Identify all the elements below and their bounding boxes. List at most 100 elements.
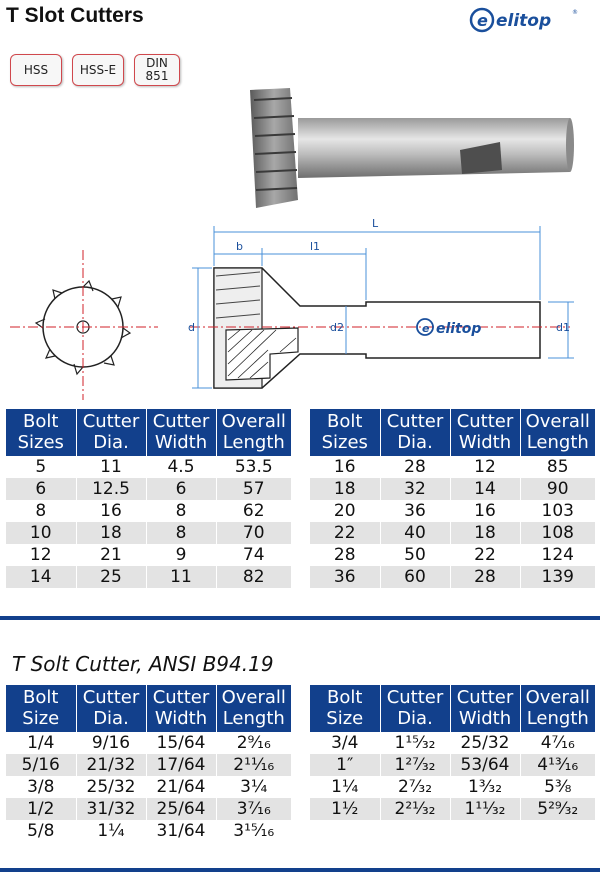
- table-cell: 12: [6, 544, 77, 566]
- dim-L: L: [372, 217, 379, 230]
- table-cell: 4⁷⁄₁₆: [520, 732, 595, 754]
- table-cell: 2⁹⁄₁₆: [216, 732, 291, 754]
- dim-d: d: [188, 321, 195, 334]
- table-cell: 3⁷⁄₁₆: [216, 798, 291, 820]
- table-cell: 25: [76, 566, 147, 588]
- table-cell: 103: [520, 500, 595, 522]
- table-cell: 1²⁷⁄₃₂: [380, 754, 451, 776]
- table-cell: 11: [146, 566, 217, 588]
- hss-badge-label: HSS: [23, 62, 49, 77]
- table-cell: 20: [310, 500, 381, 522]
- table-cell: 8: [146, 500, 217, 522]
- table-cell: 3¼: [216, 776, 291, 798]
- table-cell: 5: [6, 456, 77, 478]
- table-cell: [380, 820, 451, 842]
- table-cell: 85: [520, 456, 595, 478]
- technical-drawing: L b l1 d d2 d1 e elitop: [10, 217, 574, 400]
- table-cell: 3/8: [6, 776, 77, 798]
- table-cell: 1/4: [6, 732, 77, 754]
- table-cell: 2⁷⁄₃₂: [380, 776, 451, 798]
- drawing-brand: elitop: [436, 321, 481, 337]
- table-cell: 15/64: [146, 732, 217, 754]
- table-cell: 1¼: [310, 776, 381, 798]
- table-cell: 139: [520, 566, 595, 588]
- table-cell: 50: [380, 544, 451, 566]
- hss-e-badge: HSS-E: [72, 54, 124, 86]
- din-badge-label: DIN: [146, 56, 168, 70]
- table-cell: 4.5: [146, 456, 217, 478]
- logo-text: elitop: [496, 11, 551, 31]
- table-cell: 6: [146, 478, 217, 500]
- table-cell: 31/32: [76, 798, 147, 820]
- table-cell: 1/2: [6, 798, 77, 820]
- table-cell: 16: [76, 500, 147, 522]
- bottom-divider: [0, 868, 600, 872]
- table-cell: 12.5: [76, 478, 147, 500]
- svg-text:®: ®: [572, 9, 578, 16]
- table-cell: 25/32: [76, 776, 147, 798]
- table-cell: 53.5: [216, 456, 291, 478]
- table-cell: 28: [450, 566, 521, 588]
- table-cell: 22: [450, 544, 521, 566]
- table-cell: 11: [76, 456, 147, 478]
- table-cell: 3/4: [310, 732, 381, 754]
- table-cell: 90: [520, 478, 595, 500]
- table-cell: 1½: [310, 798, 381, 820]
- table-cell: 36: [310, 566, 381, 588]
- table-cell: 4¹³⁄₁₆: [520, 754, 595, 776]
- table-cell: 36: [380, 500, 451, 522]
- table-cell: 17/64: [146, 754, 217, 776]
- table-cell: 1³⁄₃₂: [450, 776, 521, 798]
- dim-d2: d2: [330, 321, 344, 334]
- hss-e-badge-label: HSS-E: [79, 62, 117, 77]
- table-cell: 2²¹⁄₃₂: [380, 798, 451, 820]
- table-cell: 1″: [310, 754, 381, 776]
- table-cell: 40: [380, 522, 451, 544]
- table-cell: 1¼: [76, 820, 147, 842]
- hss-badge: HSS: [10, 54, 62, 86]
- table-cell: 16: [450, 500, 521, 522]
- table-cell: 2¹¹⁄₁₆: [216, 754, 291, 776]
- din-badge-number: 851: [145, 69, 169, 83]
- table-cell: 60: [380, 566, 451, 588]
- svg-text:e: e: [477, 11, 488, 30]
- table-cell: 25/32: [450, 732, 521, 754]
- table-cell: 14: [6, 566, 77, 588]
- table-cell: 10: [6, 522, 77, 544]
- dim-b: b: [236, 240, 243, 253]
- table-cell: 5/16: [6, 754, 77, 776]
- table-cell: 70: [216, 522, 291, 544]
- table-cell: 21/32: [76, 754, 147, 776]
- table-cell: 18: [76, 522, 147, 544]
- table-cell: 1¹⁵⁄₃₂: [380, 732, 451, 754]
- table-cell: 8: [146, 522, 217, 544]
